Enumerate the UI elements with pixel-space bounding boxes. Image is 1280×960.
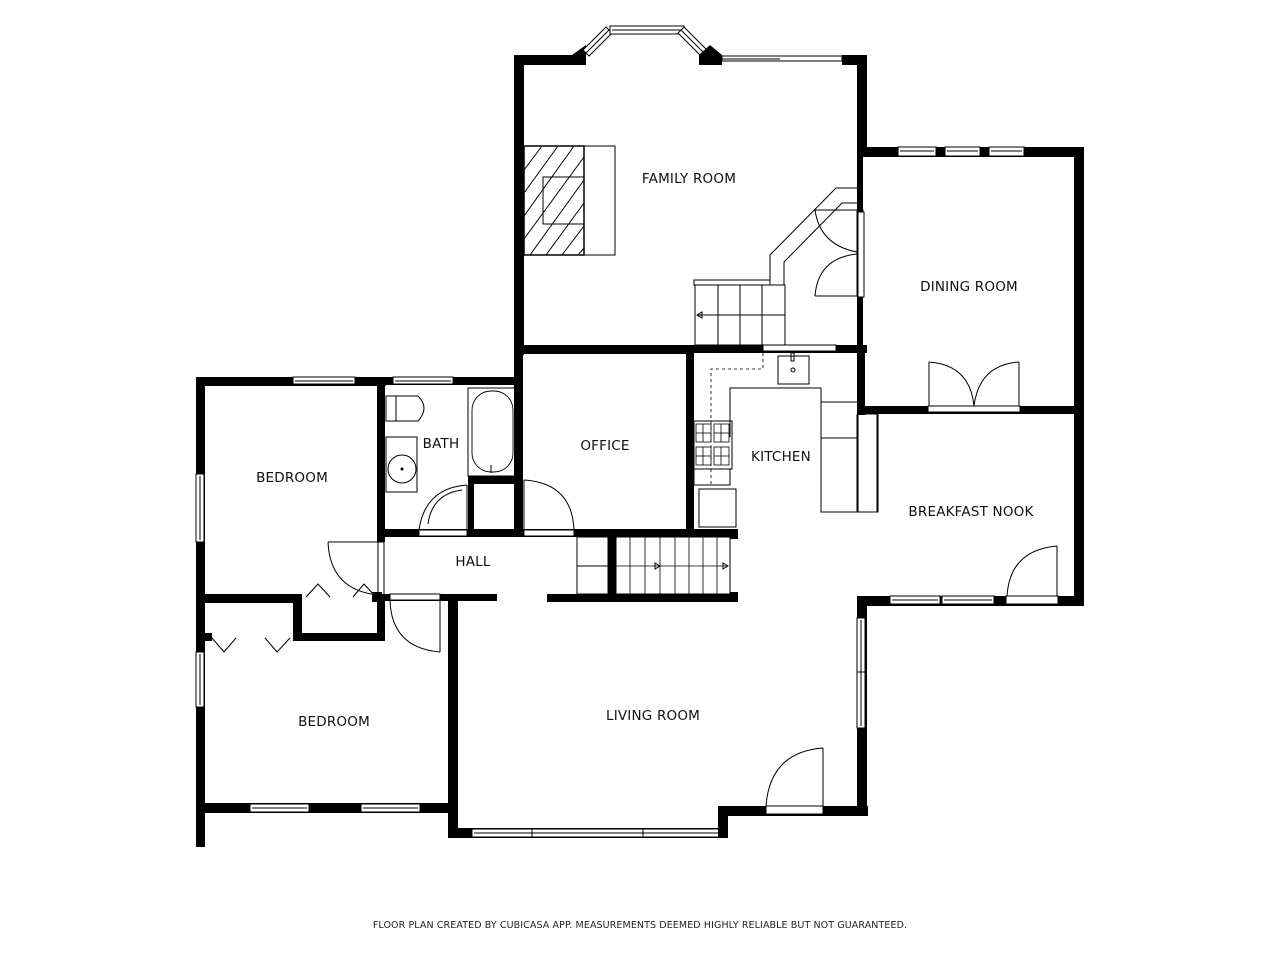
footer-disclaimer: FLOOR PLAN CREATED BY CUBICASA APP. MEAS… (372, 920, 908, 931)
bedroom-lower: BEDROOM (195, 600, 458, 838)
room-label-hall: HALL (455, 554, 491, 570)
room-label-kitchen: KITCHEN (751, 449, 811, 465)
kitchen: KITCHEN (686, 344, 878, 530)
room-label-bath: BATH (423, 436, 460, 452)
room-label-bedroom-upper: BEDROOM (256, 470, 328, 486)
hall: HALL (377, 529, 738, 602)
living-room: LIVING ROOM (448, 596, 868, 838)
room-label-living-room: LIVING ROOM (606, 708, 700, 724)
bath: BATH (377, 376, 523, 542)
bedroom-upper: BEDROOM (195, 376, 386, 847)
room-label-dining-room: DINING ROOM (920, 279, 1018, 295)
room-label-office: OFFICE (580, 438, 629, 454)
breakfast-nook: BREAKFAST NOOK (857, 413, 1084, 606)
room-label-family-room: FAMILY ROOM (642, 171, 736, 187)
room-label-breakfast-nook: BREAKFAST NOOK (908, 504, 1034, 520)
dining-room: DINING ROOM (857, 146, 1084, 605)
room-label-bedroom-lower: BEDROOM (298, 714, 370, 730)
family-room: FAMILY ROOM (514, 25, 867, 355)
closet (293, 594, 385, 641)
office: OFFICE (514, 345, 738, 537)
